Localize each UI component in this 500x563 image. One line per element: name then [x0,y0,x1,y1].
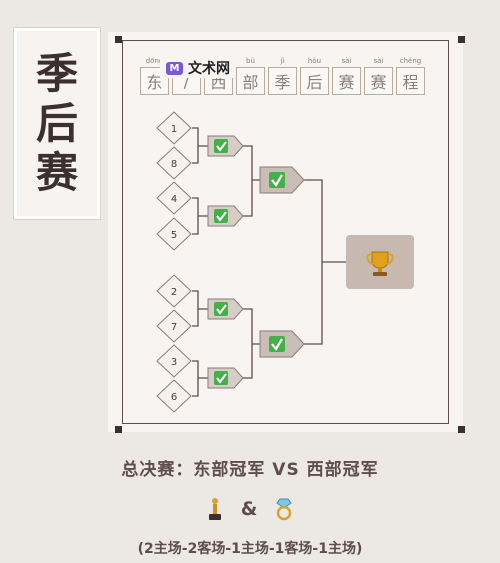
frame-corner [115,36,122,43]
frame-corner [115,426,122,433]
side-title: 季 后 赛 [14,28,100,219]
seed-diamond: 6 [156,379,192,413]
seed-diamond: 2 [156,274,192,308]
ring-icon [276,498,292,521]
seed-diamond: 5 [156,217,192,251]
winner-arrow [207,205,244,227]
seed-label: 8 [171,159,177,170]
frame-corner [458,426,465,433]
frame-border [122,40,449,424]
seed-label: 4 [171,194,177,205]
watermark-text: 文术网 [188,61,230,77]
trophy-icon [209,498,222,520]
check-icon [214,139,228,153]
trophy-ring-line: & [0,497,500,521]
seed-label: 1 [171,124,177,135]
seed-diamond: 3 [156,344,192,378]
watermark: M 文术网 [160,58,236,78]
frame-corner [458,36,465,43]
seed-diamond: 4 [156,181,192,215]
conference-winner-arrow [259,166,305,194]
watermark-logo-icon: M [166,61,183,75]
side-title-char: 后 [35,98,78,148]
ampersand: & [240,497,258,520]
round1-arrows [207,135,244,389]
seed-diamond: 7 [156,309,192,343]
seed-label: 2 [171,287,177,298]
seed-label: 6 [171,392,177,403]
trophy-icon [366,251,394,276]
seed-diamond: 8 [156,146,192,180]
check-icon [269,172,285,188]
check-icon [214,209,228,223]
winner-arrow [207,135,244,157]
check-icon [214,302,228,316]
seed-diamonds-bottom: 2 7 3 6 [156,274,192,413]
check-icon [214,371,228,385]
series-format: (2主场-2客场-1主场-1客场-1主场) [137,541,363,557]
champion-box [346,235,414,289]
round2-arrows [259,166,305,358]
winner-arrow [207,298,244,320]
side-title-char: 季 [35,49,78,99]
side-title-char: 赛 [35,148,78,198]
check-icon [269,336,285,352]
seed-label: 3 [171,357,177,368]
seed-diamonds-top: 1 8 4 5 [156,111,192,251]
finals-caption: 总决赛：东部冠军 VS 西部冠军 [121,460,379,480]
winner-arrow [207,367,244,389]
conference-winner-arrow [259,330,305,358]
seed-label: 5 [171,230,177,241]
seed-label: 7 [171,322,177,333]
seed-diamond: 1 [156,111,192,145]
